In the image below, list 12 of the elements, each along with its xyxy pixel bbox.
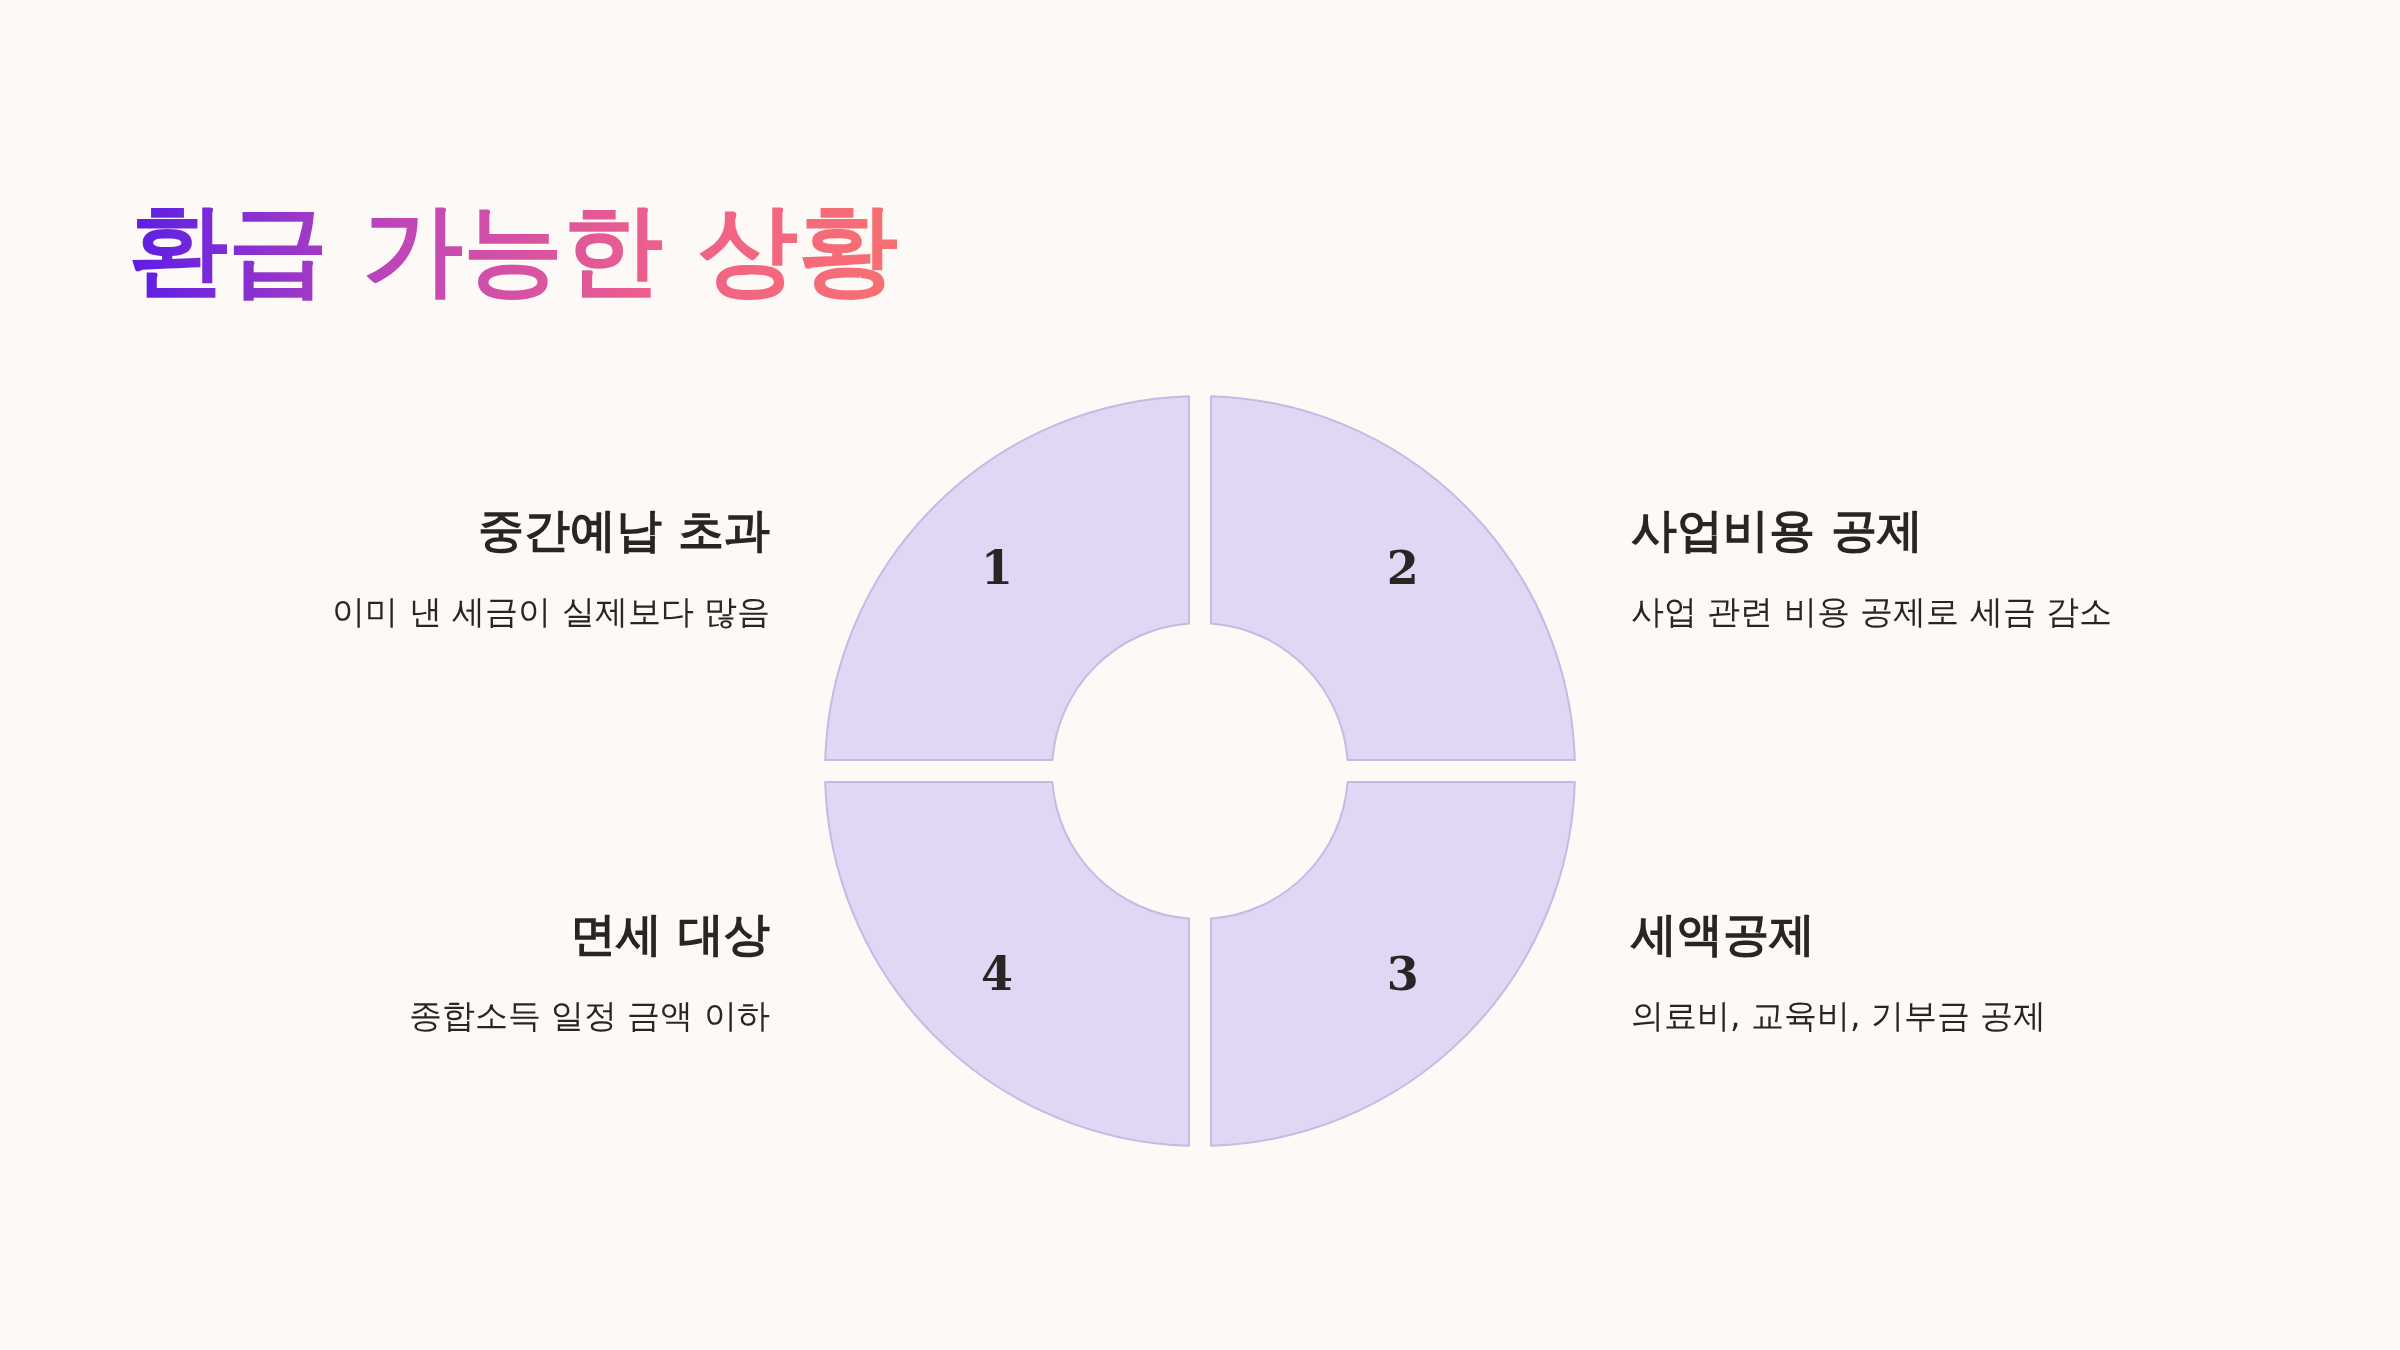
item-description: 이미 낸 세금이 실제보다 많음 [332, 595, 770, 628]
step-number: 4 [981, 950, 1014, 997]
item-heading: 사업비용 공제 [1631, 507, 1923, 553]
item-heading: 면세 대상 [570, 911, 770, 957]
step-number: 2 [1386, 545, 1419, 592]
item-heading: 중간예납 초과 [478, 507, 770, 553]
item-description: 의료비, 교육비, 기부금 공제 [1631, 999, 2047, 1032]
step-number: 3 [1386, 950, 1419, 997]
step-number: 1 [981, 545, 1014, 592]
item-heading: 세액공제 [1631, 911, 1815, 957]
item-description: 종합소득 일정 금액 이하 [408, 999, 770, 1032]
item-description: 사업 관련 비용 공제로 세금 감소 [1631, 595, 2113, 628]
